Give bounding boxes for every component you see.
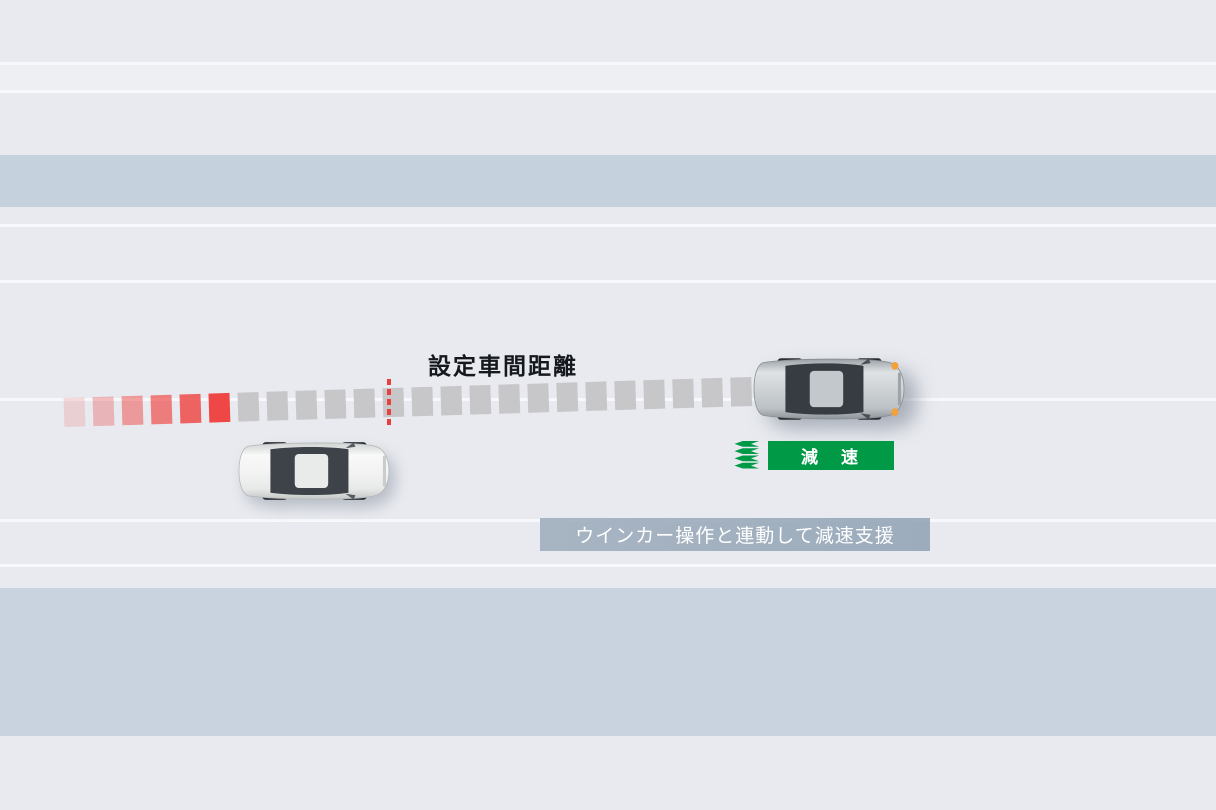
lane-line	[0, 280, 1216, 283]
lane-line	[0, 398, 1216, 401]
trail-segment-red	[121, 395, 144, 426]
turn-signal-icon	[891, 408, 899, 416]
lead-car	[753, 356, 905, 422]
distance-marker-trail	[63, 376, 753, 427]
trail-segment-gray	[411, 386, 434, 417]
trail-segment-gray	[353, 388, 376, 419]
trail-segment-gray	[295, 390, 318, 420]
trail-segment-gray	[730, 376, 753, 407]
lane-line	[0, 564, 1216, 567]
trail-segment-gray	[266, 391, 289, 421]
lane-line	[0, 224, 1216, 227]
trail-segment-gray	[643, 379, 666, 410]
trail-segment-red	[208, 392, 231, 423]
following-car-illustration	[238, 442, 390, 500]
trail-segment-gray	[527, 383, 550, 413]
trail-segment-gray	[440, 385, 463, 416]
trail-segment-gray	[498, 384, 521, 414]
trail-segment-gray	[701, 377, 724, 408]
trail-segment-red	[63, 397, 86, 427]
trail-segment-gray	[469, 384, 492, 415]
lead-car-illustration	[753, 358, 905, 420]
set-distance-line	[387, 379, 391, 427]
distance-label: 設定車間距離	[428, 353, 578, 379]
road-band-top	[0, 155, 1216, 207]
trail-segment-red	[150, 394, 173, 425]
caption-bar: ウインカー操作と連動して減速支援	[540, 518, 930, 551]
lane-line	[0, 62, 1216, 65]
trail-segment-gray	[237, 392, 260, 422]
trail-segment-gray	[672, 378, 695, 409]
trail-segment-gray	[585, 381, 608, 412]
trail-segment-gray	[556, 382, 579, 412]
trail-segment-red	[179, 393, 202, 424]
decel-chevrons-icon	[730, 441, 762, 469]
lane-line	[0, 90, 1216, 93]
trail-segment-red	[92, 396, 115, 427]
trail-segment-gray	[324, 389, 347, 420]
trail-segment-gray	[382, 387, 405, 418]
lane-strip	[0, 62, 1216, 92]
trail-segment-gray	[614, 380, 637, 411]
following-car	[238, 440, 390, 502]
turn-signal-icon	[891, 362, 899, 370]
road-band-bottom	[0, 588, 1216, 736]
decel-badge: 減 速	[768, 441, 894, 470]
